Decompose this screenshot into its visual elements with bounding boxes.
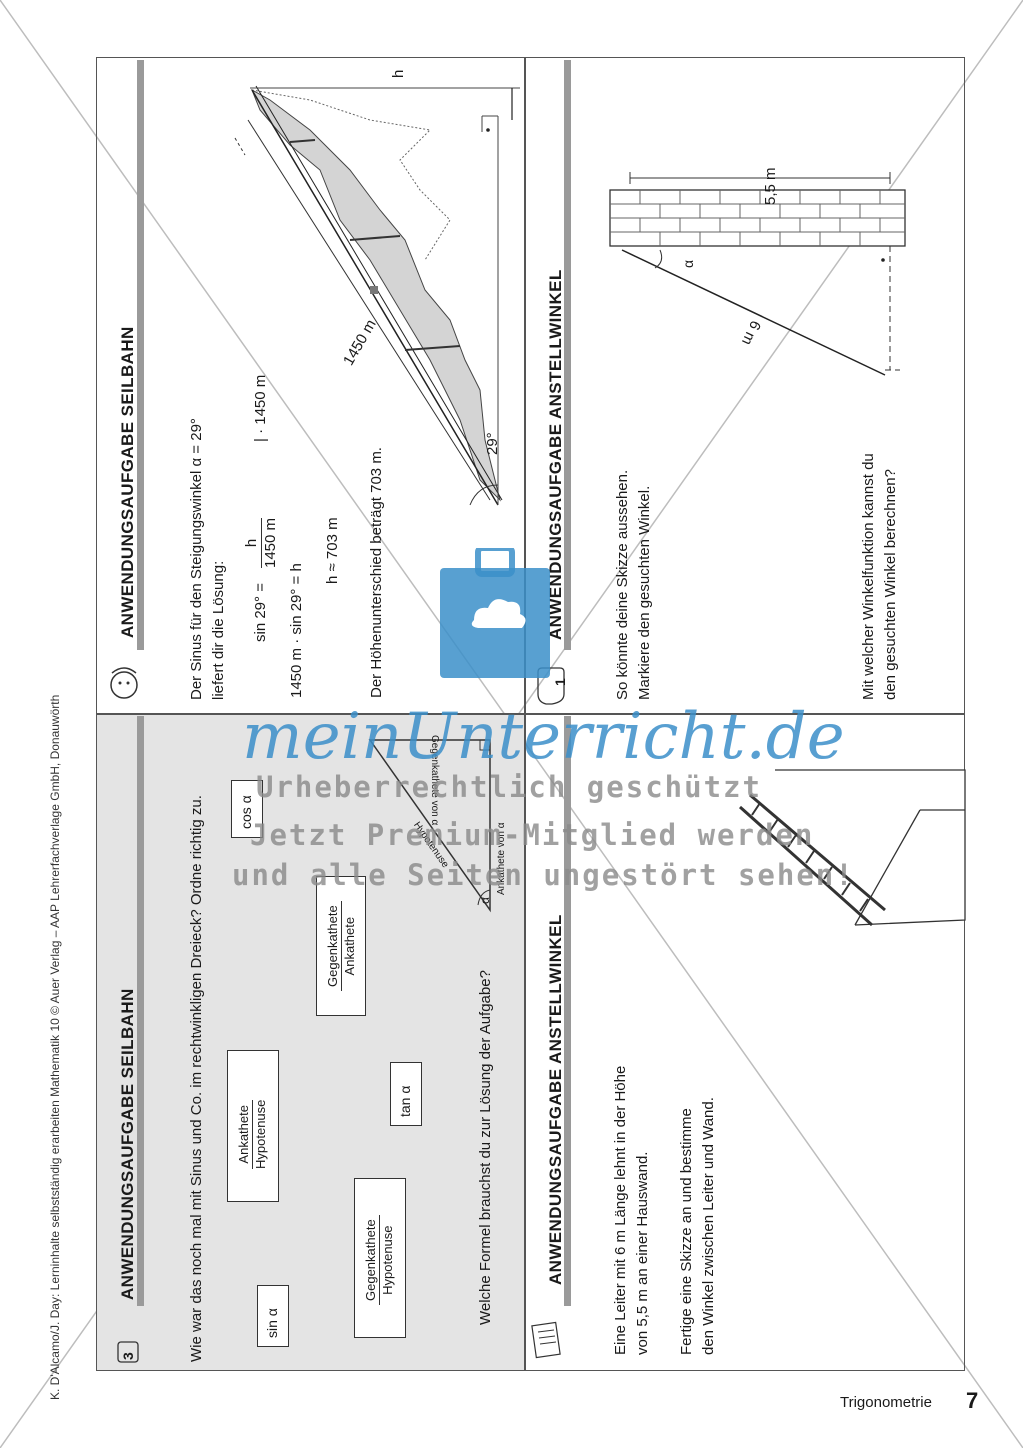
card-tl-question: Wie war das noch mal mit Sinus und Co. i… (188, 795, 205, 1362)
card-tr-label-angle: 29° (484, 432, 501, 455)
card-tr-eq2: 1450 m · sin 29° = h (288, 563, 305, 698)
ladder-image (739, 769, 966, 927)
card-tr-intro-1: Der Sinus für den Steigungswinkel α = 29… (188, 418, 205, 700)
card-tr-intro-2: liefert dir die Lösung: (210, 560, 227, 700)
ladder-wall-diagram (609, 172, 906, 376)
frac3-denominator: Hypotenuse (380, 1225, 395, 1295)
card-tr-eq1-fraction: h 1450 m (243, 517, 280, 568)
card-br-label-height: 5,5 m (762, 167, 779, 205)
card-br-label-alpha: α (680, 259, 696, 268)
answer-box-frac1[interactable]: Ankathete Hypotenuse (227, 1050, 279, 1202)
card-br-question-1: Mit welcher Winkelfunktion kannst du (860, 453, 877, 700)
right-triangle-diagram (368, 739, 491, 913)
card-bl-text1-1: Eine Leiter mit 6 m Länge lehnt in der H… (612, 1065, 629, 1355)
card-bl-title: ANWENDUNGSAUFGABE ANSTELLWINKEL (546, 914, 565, 1285)
title-bar (564, 60, 571, 650)
card-tl-number-badge (112, 1340, 142, 1364)
footer-subject: Trigonometrie (840, 1394, 932, 1411)
answer-box-frac2[interactable]: Gegenkathete Ankathete (316, 876, 366, 1016)
watermark-line-1: Urheberrechtlich geschützt (256, 770, 762, 804)
eq1-denominator: 1450 m (262, 517, 279, 568)
frac3: Gegenkathete Hypotenuse (363, 1215, 396, 1305)
watermark-line-3: und alle Seiten ungestört sehen! (232, 858, 855, 892)
briefcase-cloud-icon (440, 545, 550, 678)
sin-label: sin α (264, 1308, 280, 1338)
frac1-numerator: Ankathete (236, 1099, 253, 1169)
card-tr-title: ANWENDUNGSAUFGABE SEILBAHN (118, 326, 137, 638)
tan-label: tan α (397, 1085, 413, 1117)
answer-box-tan[interactable]: tan α (390, 1062, 422, 1126)
card-bl-text2-1: Fertige eine Skizze an und bestimme (678, 1108, 695, 1355)
frac1: Ankathete Hypotenuse (236, 1099, 269, 1169)
card-tr-eq3: h ≈ 703 m (324, 517, 341, 584)
answer-box-cos[interactable]: cos α (231, 780, 263, 838)
frac3-numerator: Gegenkathete (363, 1215, 380, 1305)
card-tr-eq1-left: sin 29° = (252, 583, 269, 642)
card-tl-title: ANWENDUNGSAUFGABE SEILBAHN (118, 988, 137, 1300)
card-br-question-2: den gesuchten Winkel berechnen? (882, 469, 899, 700)
footer-page-number: 7 (966, 1388, 979, 1413)
title-bar (564, 716, 571, 1306)
frac1-denominator: Hypotenuse (253, 1099, 268, 1169)
card-tr-label-h: h (390, 69, 407, 78)
card-bl-text2-2: den Winkel zwischen Leiter und Wand. (700, 1097, 717, 1355)
triangle-label-alpha: α (478, 897, 492, 904)
watermark-logo (440, 545, 550, 678)
answer-box-sin[interactable]: sin α (257, 1285, 289, 1347)
cable-car-diagram (234, 85, 520, 506)
card-bl-background (97, 714, 524, 1370)
card-tl-number: 3 (120, 1352, 136, 1360)
watermark-line-2: Jetzt Premium-Mitglied werden (250, 818, 815, 852)
card-tl-question2: Welche Formel brauchst du zur Lösung der… (477, 970, 494, 1325)
title-bar (137, 716, 144, 1306)
person-icon (110, 667, 138, 699)
card-br-line1: So könnte deine Skizze aussehen. (614, 469, 631, 700)
card-bl-text1-2: von 5,5 m an einer Hauswand. (634, 1151, 651, 1355)
answer-box-frac3[interactable]: Gegenkathete Hypotenuse (354, 1178, 406, 1338)
sheet-divider-horizontal (96, 713, 965, 715)
watermark-brand: meinUnterricht.de (242, 700, 845, 774)
eq1-numerator: h (243, 517, 262, 568)
notes-icon (531, 1321, 561, 1359)
thumb-icon (117, 1341, 139, 1363)
card-bl-icon (528, 1320, 564, 1364)
card-br-number: 1 (552, 678, 568, 686)
card-tr-icon (104, 655, 144, 705)
title-bar (137, 60, 144, 650)
credit-line: K. D'Alcamo/J. Day: Lerninhalte selbstst… (48, 694, 62, 1400)
card-br-line2: Markiere den gesuchten Winkel. (636, 485, 653, 700)
